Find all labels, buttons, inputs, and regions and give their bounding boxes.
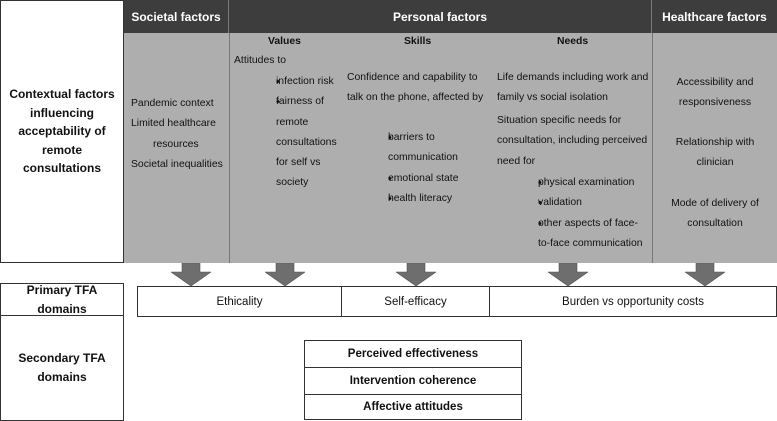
bullet-text: validation xyxy=(538,197,582,209)
secondary-tfa-label: Secondary TFA domains xyxy=(0,316,124,421)
primary-tfa-label: Primary TFA domains xyxy=(0,283,124,316)
values-title: Values xyxy=(268,36,301,47)
needs-bullet: validation xyxy=(516,193,650,215)
bullet-text: health literacy xyxy=(388,192,453,204)
healthcare-item: Accessibility and responsiveness xyxy=(676,77,754,109)
arrow-down-icon xyxy=(396,263,436,286)
societal-item: Limited healthcare xyxy=(131,118,216,130)
values-bullets: infection risk fairness of remote consul… xyxy=(256,72,346,194)
primary-domain-burden: Burden vs opportunity costs xyxy=(490,286,777,317)
values-bullet: infection risk xyxy=(256,72,346,94)
arrow-down-icon xyxy=(548,263,588,286)
arrow-down-icon xyxy=(265,263,305,286)
societal-list: Pandemic context Limited healthcare reso… xyxy=(131,94,229,175)
needs-para2: Situation specific needs for consultatio… xyxy=(497,115,648,167)
bullet-text: infection risk xyxy=(276,76,334,87)
bullet-text: physical examination xyxy=(538,177,635,188)
needs-bullet: physical examination xyxy=(516,173,650,195)
healthcare-panel xyxy=(652,33,777,263)
skills-intro: Confidence and capability to talk on the… xyxy=(347,72,484,104)
needs-title: Needs xyxy=(557,36,589,47)
header-personal: Personal factors xyxy=(229,0,652,33)
secondary-domain-coherence: Intervention coherence xyxy=(304,367,522,395)
contextual-factors-label: Contextual factors influencing acceptabi… xyxy=(0,0,124,263)
skills-title: Skills xyxy=(404,36,432,47)
needs-para1: Life demands including work and family v… xyxy=(497,72,649,104)
healthcare-item: Relationship with clinician xyxy=(675,137,755,169)
healthcare-item: Mode of delivery of consultation xyxy=(671,198,759,230)
needs-bullet: other aspects of face-to-face communicat… xyxy=(516,214,650,255)
skills-bullet: barriers to communication xyxy=(366,128,490,169)
skills-bullets: barriers to communication emotional stat… xyxy=(366,128,490,211)
header-societal: Societal factors xyxy=(124,0,229,33)
societal-item: resources xyxy=(153,138,199,150)
needs-bullets: physical examination validation other as… xyxy=(516,173,650,254)
primary-domain-ethicality: Ethicality xyxy=(137,286,342,317)
values-intro: Attitudes to xyxy=(234,55,286,66)
skills-bullet: emotional state xyxy=(366,169,490,191)
societal-panel xyxy=(124,33,229,263)
secondary-domain-affective: Affective attitudes xyxy=(304,394,522,420)
bullet-text: emotional state xyxy=(388,172,459,184)
primary-domain-self-efficacy: Self-efficacy xyxy=(342,286,490,317)
header-healthcare: Healthcare factors xyxy=(652,0,777,33)
secondary-domain-effectiveness: Perceived effectiveness xyxy=(304,340,522,368)
values-bullet: fairness of remote consultations for sel… xyxy=(256,92,346,193)
societal-item: Societal inequalities xyxy=(131,158,223,170)
bullet-text: barriers to communication xyxy=(388,132,458,164)
arrow-down-icon xyxy=(685,263,725,286)
skills-bullet: health literacy xyxy=(366,189,490,211)
bullet-text: other aspects of face-to-face communicat… xyxy=(538,217,643,249)
bullet-text: fairness of remote consultations for sel… xyxy=(276,96,337,189)
societal-item: Pandemic context xyxy=(131,98,214,109)
arrow-down-icon xyxy=(171,263,211,286)
